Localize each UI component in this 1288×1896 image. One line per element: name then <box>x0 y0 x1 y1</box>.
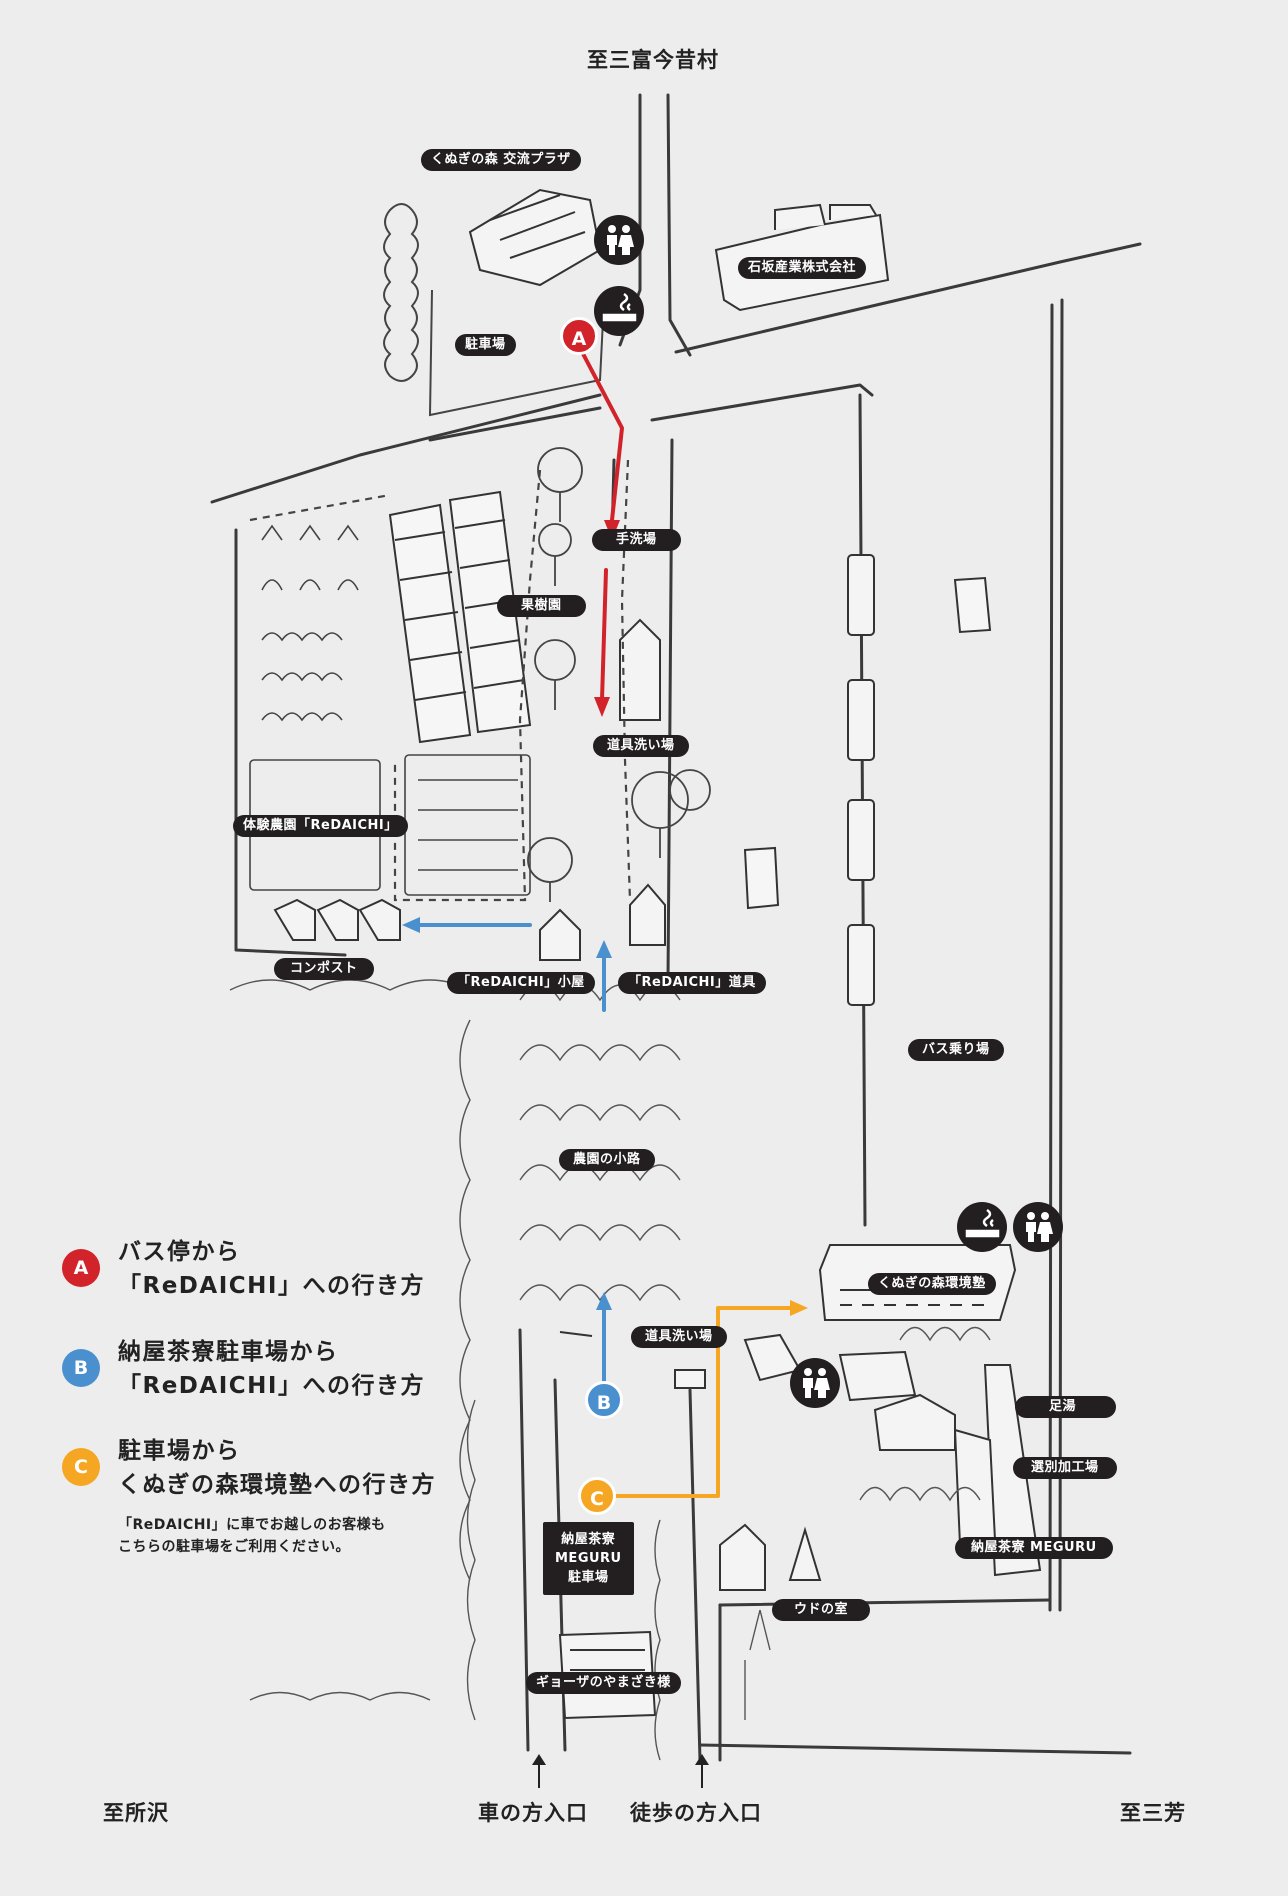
restroom-icon <box>790 1358 840 1408</box>
legend-a-line2: 「ReDAICHI」への行き方 <box>118 1273 425 1299</box>
farm-boundary <box>234 528 347 957</box>
south-bottom <box>698 1743 1132 1755</box>
label-ishizaka[interactable]: 石坂産業株式会社 <box>738 257 867 279</box>
legend-c-note1: 「ReDAICHI」に車でお越しのお客様も <box>118 1517 386 1533</box>
side-road-lower <box>650 383 874 422</box>
route-c-line <box>615 1306 792 1498</box>
main-road-lower-top-edge <box>210 393 602 504</box>
main-road-bottom-edge <box>428 406 602 442</box>
legend-b-line2: 「ReDAICHI」への行き方 <box>118 1373 425 1399</box>
dashed-path-top <box>249 493 391 522</box>
legend-b-marker: B <box>62 1349 100 1387</box>
label-tool-wash-north[interactable]: 道具洗い場 <box>593 735 689 757</box>
route-point-c[interactable]: C <box>578 1477 616 1515</box>
route-point-b[interactable]: B <box>585 1381 623 1419</box>
legend-a-line1: バス停から <box>118 1239 241 1265</box>
central-path-right <box>666 438 674 982</box>
legend-b-line1: 納屋茶寮駐車場から <box>118 1339 339 1365</box>
route-b-arrowhead-2 <box>596 940 612 958</box>
bus-road-inner <box>1058 298 1064 1612</box>
route-a-line <box>578 346 624 522</box>
dashed-path-loop <box>393 469 542 902</box>
legend-c-text: 駐車場から くぬぎの森環境塾への行き方 <box>118 1434 436 1502</box>
walk-entrance-arrow-icon <box>695 1754 709 1788</box>
label-sorting[interactable]: 選別加工場 <box>1013 1457 1117 1479</box>
label-footbath[interactable]: 足湯 <box>1015 1396 1117 1418</box>
route-b-arrowhead-1 <box>596 1292 612 1310</box>
legend-c-note2: こちらの駐車場をご利用ください。 <box>118 1539 350 1555</box>
smoking-icon <box>957 1202 1007 1252</box>
label-hut[interactable]: 「ReDAICHI」小屋 <box>447 972 595 994</box>
restroom-icon <box>1013 1202 1063 1252</box>
label-farm-path[interactable]: 農園の小路 <box>559 1149 655 1171</box>
route-a-arrowhead-2 <box>594 697 610 717</box>
label-school[interactable]: くぬぎの森環境塾 <box>868 1273 996 1295</box>
north-road-right-edge <box>666 93 692 357</box>
label-parking-north[interactable]: 駐車場 <box>455 334 516 356</box>
route-b-arrowhead-3 <box>402 917 420 933</box>
label-bus-stop[interactable]: バス乗り場 <box>908 1039 1004 1061</box>
legend-c-marker: C <box>62 1448 100 1486</box>
smoking-icon <box>594 286 644 336</box>
label-handwash[interactable]: 手洗場 <box>592 529 681 551</box>
label-tools[interactable]: 「ReDAICHI」道具 <box>618 972 766 994</box>
label-gyoza[interactable]: ギョーザのやまざき様 <box>526 1672 681 1694</box>
walk-entrance-label: 徒歩の方入口 <box>630 1801 762 1825</box>
legend-c-line1: 駐車場から <box>118 1438 241 1464</box>
bus-road-right <box>1048 303 1054 1612</box>
route-c-arrowhead <box>790 1300 808 1316</box>
route-a-line-2 <box>600 568 608 702</box>
label-compost[interactable]: コンポスト <box>274 958 374 980</box>
legend-c-line2: くぬぎの森環境塾への行き方 <box>118 1472 437 1498</box>
restroom-icon <box>594 215 644 265</box>
route-point-a[interactable]: A <box>560 317 598 355</box>
car-entrance-arrow-icon <box>532 1754 546 1788</box>
main-road-top-edge <box>674 242 1142 354</box>
label-farm[interactable]: 体験農園「ReDAICHI」 <box>233 815 408 837</box>
label-plaza[interactable]: くぬぎの森 交流プラザ <box>421 149 581 171</box>
direction-southwest: 至所沢 <box>103 1801 169 1825</box>
label-tool-wash-south[interactable]: 道具洗い場 <box>631 1326 727 1348</box>
car-entrance-label: 車の方入口 <box>478 1801 588 1825</box>
label-meguru[interactable]: 納屋茶寮 MEGURU <box>955 1537 1113 1559</box>
label-udo[interactable]: ウドの室 <box>772 1599 871 1621</box>
direction-southeast: 至三芳 <box>1120 1801 1186 1825</box>
legend-a-text: バス停から 「ReDAICHI」への行き方 <box>118 1235 425 1303</box>
label-meguru-parking[interactable]: 納屋茶寮 MEGURU 駐車場 <box>543 1522 634 1595</box>
south-road-right <box>688 1388 702 1762</box>
legend-a-marker: A <box>62 1249 100 1287</box>
legend-b-text: 納屋茶寮駐車場から 「ReDAICHI」への行き方 <box>118 1335 425 1403</box>
south-mid <box>718 1598 1052 1607</box>
label-orchard[interactable]: 果樹園 <box>497 595 586 617</box>
direction-north: 至三富今昔村 <box>587 48 719 72</box>
